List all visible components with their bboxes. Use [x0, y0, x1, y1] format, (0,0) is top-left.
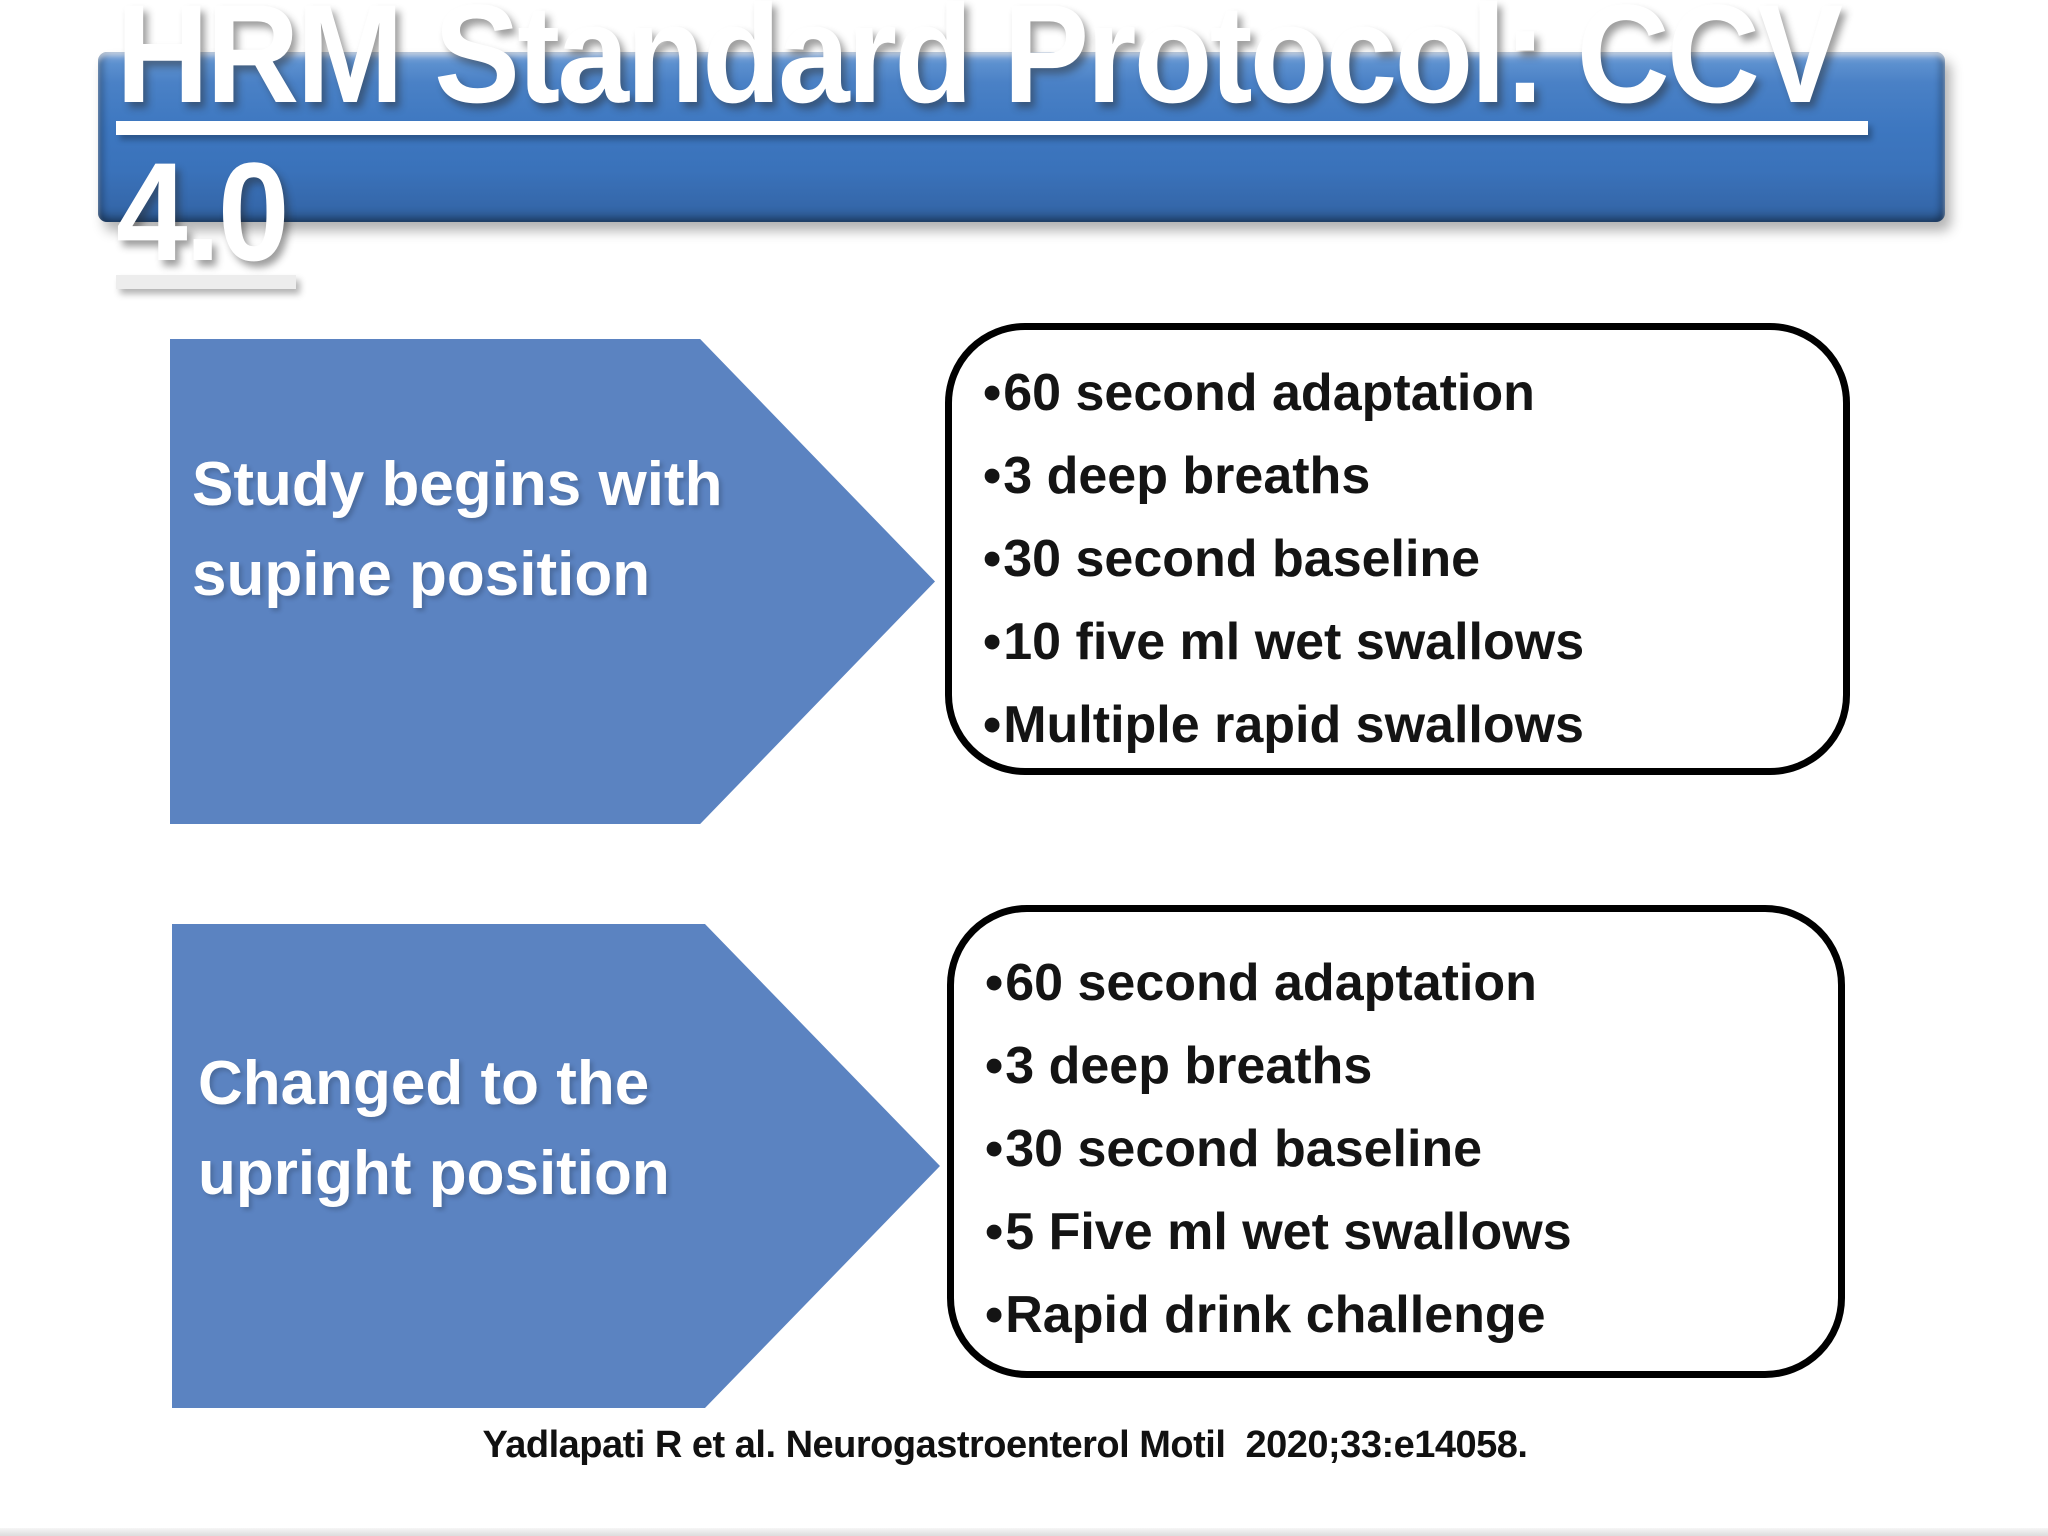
title-banner: [98, 52, 1945, 222]
bullet-dot: •: [983, 530, 1002, 588]
bullet-item: •60 second adaptation: [985, 942, 1838, 1025]
bullet-dot: •: [983, 613, 1002, 671]
page-title-line2: 4.0: [116, 133, 290, 290]
bullet-text: 10 five ml wet swallows: [1003, 613, 1585, 671]
bullet-item: •3 deep breaths: [983, 435, 1843, 518]
bullet-dot: •: [985, 1203, 1004, 1261]
bullet-dot: •: [985, 1286, 1004, 1344]
bullet-item: •Rapid drink challenge: [985, 1274, 1838, 1357]
bullet-item: •3 deep breaths: [985, 1025, 1838, 1108]
supine-arrow: Study begins with supine position: [170, 339, 935, 824]
subtitle-underline: [116, 275, 296, 289]
upright-arrow-label-line1: Changed to the: [198, 1049, 650, 1118]
slide-bottom-edge: [0, 1528, 2048, 1536]
upright-arrow-label: Changed to the upright position: [198, 1039, 670, 1219]
bullet-item: •30 second baseline: [983, 518, 1843, 601]
upright-arrow: Changed to the upright position: [172, 924, 940, 1408]
bullet-text: 30 second baseline: [1005, 1120, 1483, 1178]
bullet-dot: •: [983, 447, 1002, 505]
title-underline: [116, 121, 1868, 135]
bullet-item: •30 second baseline: [985, 1108, 1838, 1191]
bullet-dot: •: [983, 696, 1002, 754]
bullet-text: 5 Five ml wet swallows: [1005, 1203, 1572, 1261]
bullet-dot: •: [985, 1037, 1004, 1095]
supine-bullet-list: •60 second adaptation •3 deep breaths •3…: [952, 330, 1843, 767]
bullet-dot: •: [985, 954, 1004, 1012]
supine-arrow-label-line2: supine position: [192, 540, 651, 609]
bullet-dot: •: [985, 1120, 1004, 1178]
page-title-line1: HRM Standard Protocol: CCV: [116, 0, 1843, 132]
bullet-text: 60 second adaptation: [1005, 954, 1537, 1012]
upright-bullet-box: •60 second adaptation •3 deep breaths •3…: [947, 905, 1845, 1378]
bullet-item: •5 Five ml wet swallows: [985, 1191, 1838, 1274]
bullet-text: 60 second adaptation: [1003, 364, 1535, 422]
bullet-item: •Multiple rapid swallows: [983, 684, 1843, 767]
bullet-dot: •: [983, 364, 1002, 422]
upright-arrow-label-line2: upright position: [198, 1139, 670, 1208]
bullet-text: Rapid drink challenge: [1005, 1286, 1546, 1344]
bullet-item: •60 second adaptation: [983, 352, 1843, 435]
supine-arrow-label-line1: Study begins with: [192, 450, 723, 519]
bullet-text: 30 second baseline: [1003, 530, 1481, 588]
supine-bullet-box: •60 second adaptation •3 deep breaths •3…: [945, 323, 1850, 775]
bullet-text: 3 deep breaths: [1003, 447, 1371, 505]
citation: Yadlapati R et al. Neurogastroenterol Mo…: [482, 1424, 1528, 1466]
upright-bullet-list: •60 second adaptation •3 deep breaths •3…: [954, 912, 1838, 1357]
bullet-text: Multiple rapid swallows: [1003, 696, 1584, 754]
bullet-text: 3 deep breaths: [1005, 1037, 1373, 1095]
supine-arrow-label: Study begins with supine position: [192, 440, 722, 620]
bullet-item: •10 five ml wet swallows: [983, 601, 1843, 684]
